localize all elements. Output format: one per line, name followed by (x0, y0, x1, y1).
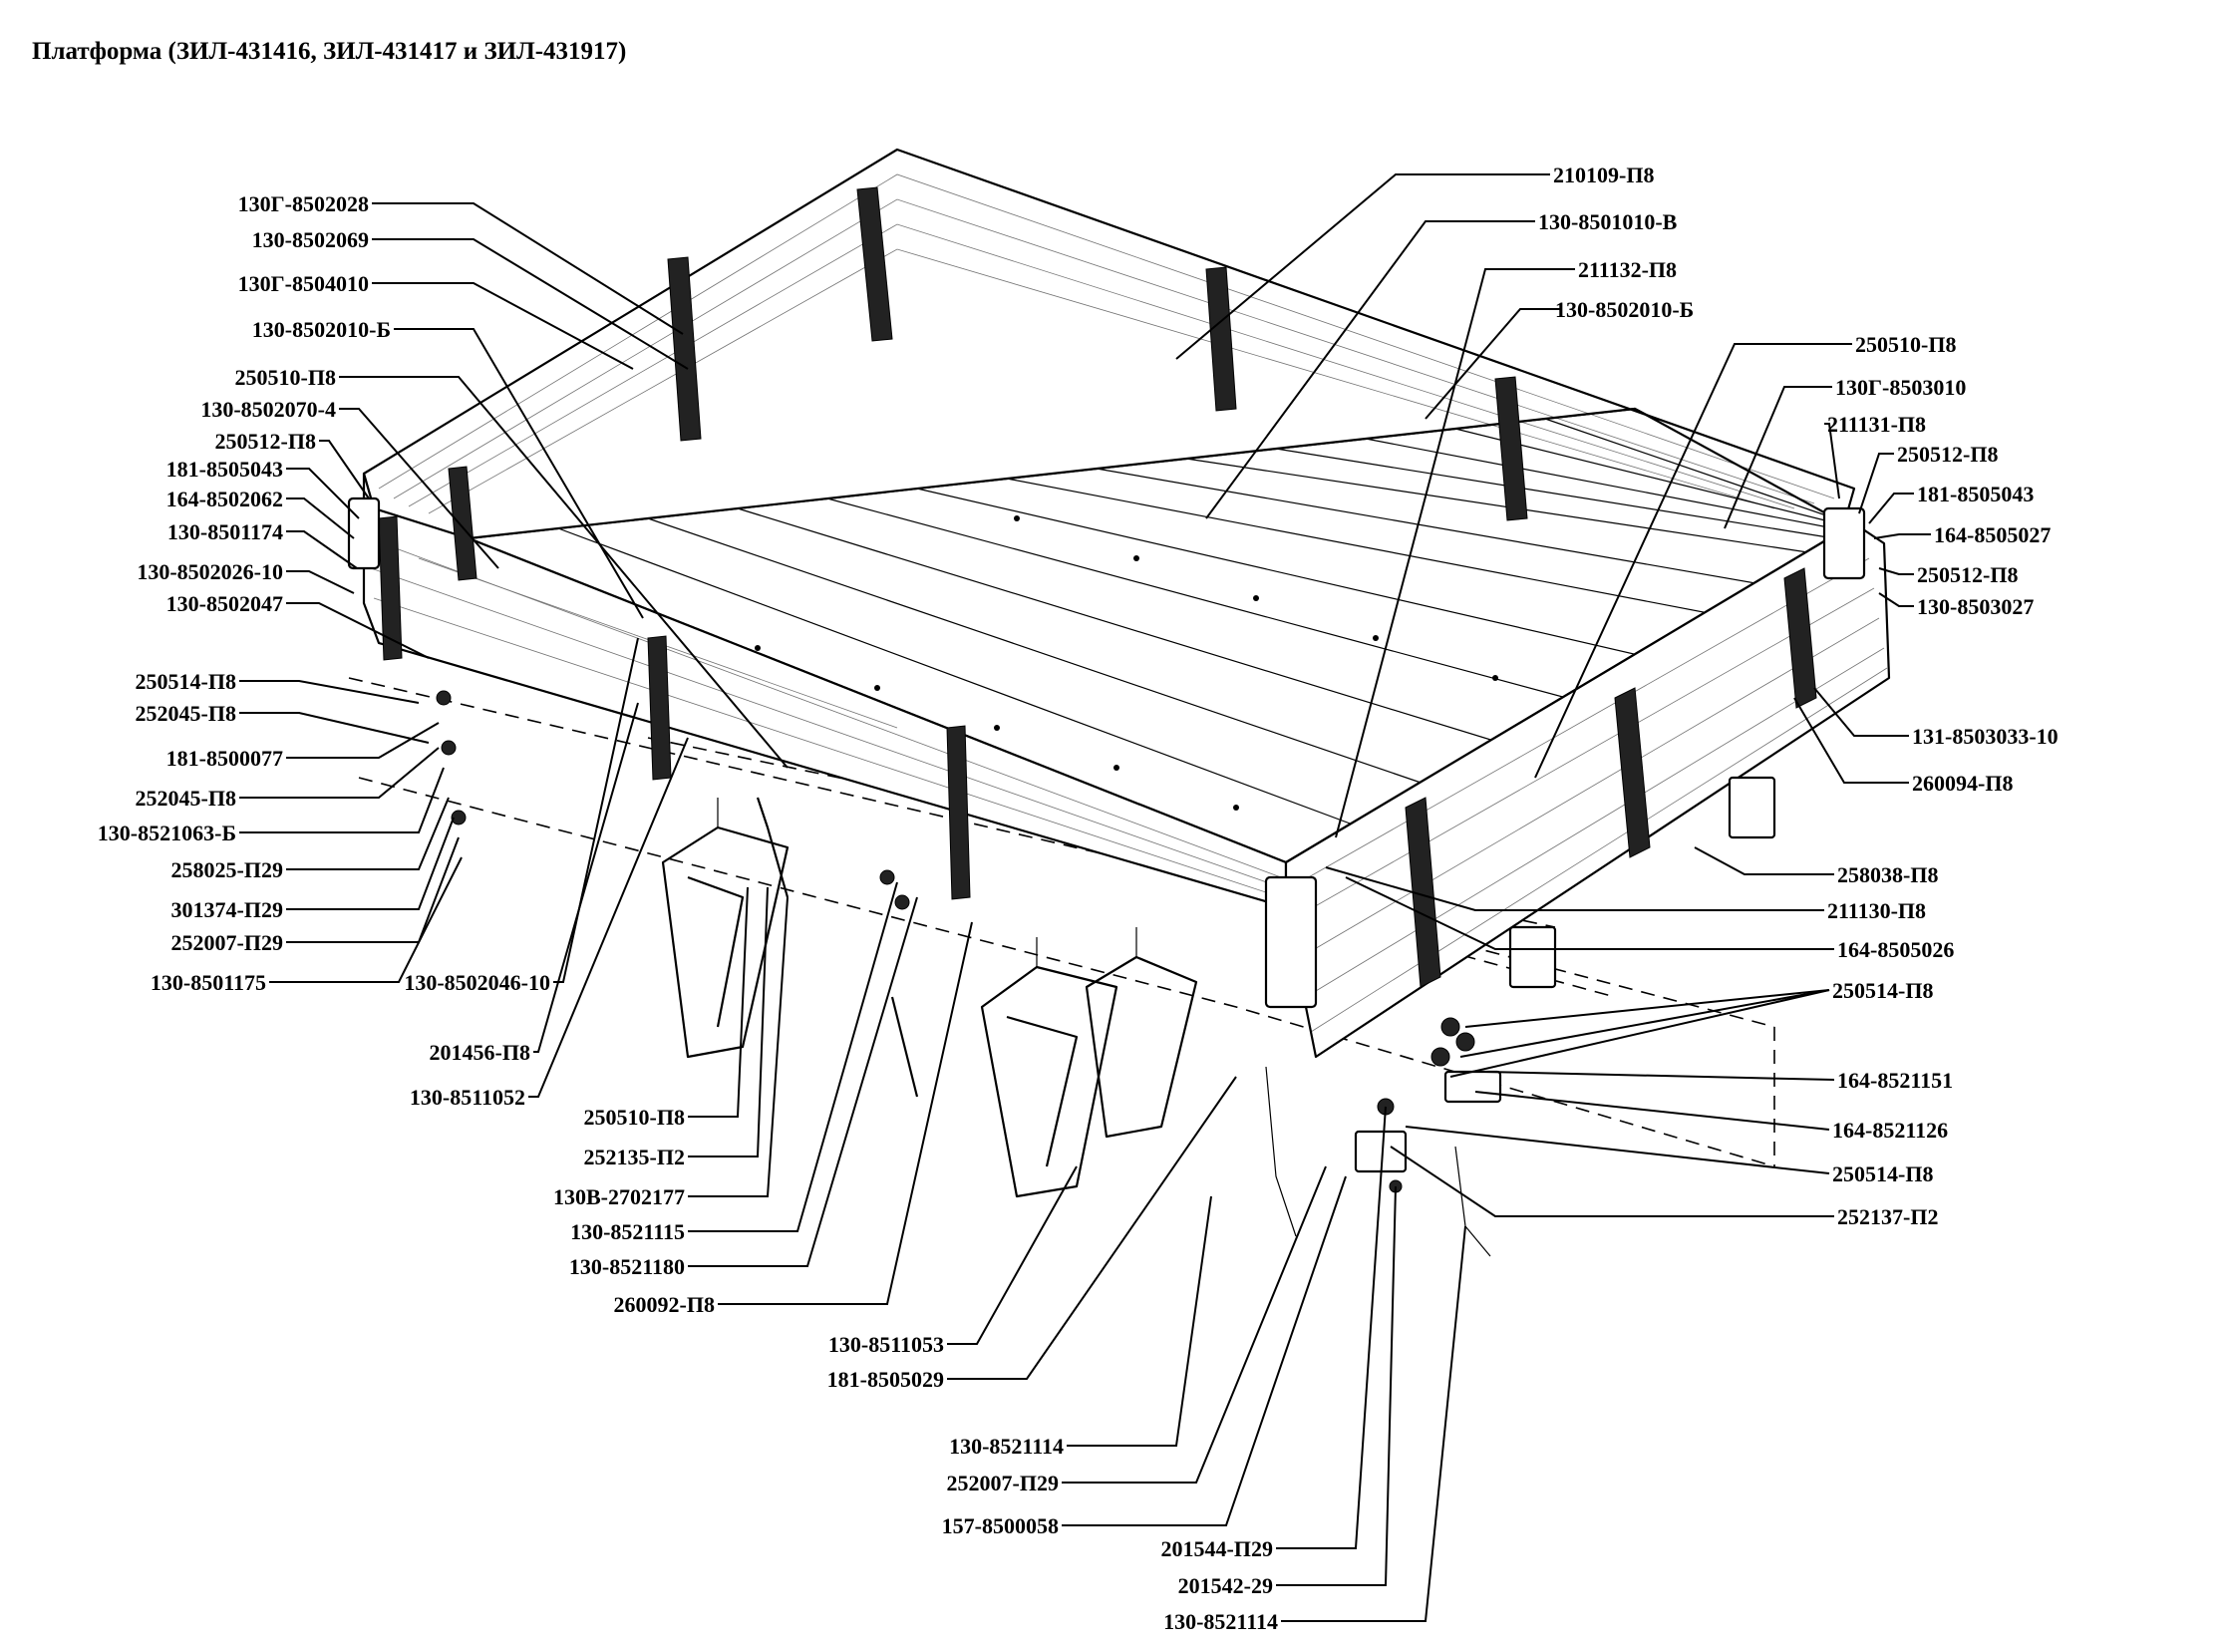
part-label: 181-8505043 (1917, 482, 2034, 506)
part-label: 250510-П8 (584, 1105, 685, 1130)
part-label: 130-8502047 (166, 591, 283, 616)
part-label: 252137-П2 (1837, 1204, 1938, 1229)
part-label: 210109-П8 (1553, 163, 1654, 187)
part-label: 250512-П8 (1897, 442, 1998, 467)
part-label: 258025-П29 (171, 857, 283, 882)
part-label: 130-8521114 (1163, 1609, 1278, 1634)
part-label: 252045-П8 (136, 701, 236, 726)
part-label: 130-8501174 (167, 519, 283, 544)
part-label: 258038-П8 (1837, 862, 1938, 887)
part-label: 252007-П29 (947, 1471, 1059, 1495)
part-label: 130-8502010-Б (1555, 297, 1694, 322)
part-label: 130-8521115 (570, 1219, 685, 1244)
part-label: 130-8502070-4 (200, 397, 336, 422)
part-label: 130В-2702177 (553, 1184, 685, 1209)
part-label: 201544-П29 (1161, 1536, 1273, 1561)
part-label: 164-8502062 (166, 487, 283, 511)
part-label: 130-8511053 (828, 1332, 944, 1357)
platform-body (347, 148, 1891, 1059)
part-label: 201456-П8 (430, 1040, 530, 1065)
part-label: 130-8521114 (949, 1434, 1064, 1459)
part-label: 130-8502010-Б (252, 317, 391, 342)
part-labels: 130Г-8502028 130-8502069 130Г-8504010 13… (98, 163, 2059, 1634)
part-label: 211132-П8 (1578, 257, 1677, 282)
part-label: 250514-П8 (1832, 1161, 1933, 1186)
part-label: 130-8502026-10 (137, 559, 283, 584)
page-title: Платформа (ЗИЛ-431416, ЗИЛ-431417 и ЗИЛ-… (32, 38, 627, 65)
part-label: 252135-П2 (584, 1145, 685, 1169)
part-label: 201542-29 (1178, 1573, 1273, 1598)
part-label: 250510-П8 (235, 365, 336, 390)
part-label: 211131-П8 (1827, 412, 1926, 437)
part-label: 260092-П8 (614, 1292, 715, 1317)
part-label: 131-8503033-10 (1912, 724, 2059, 749)
part-label: 252045-П8 (136, 786, 236, 811)
part-label: 181-8505029 (827, 1367, 944, 1392)
part-label: 301374-П29 (171, 897, 283, 922)
part-label: 181-8505043 (166, 457, 283, 482)
part-label: 250514-П8 (1832, 978, 1933, 1003)
part-label: 211130-П8 (1827, 898, 1926, 923)
part-label: 164-8505026 (1837, 937, 1954, 962)
part-label: 130-8503027 (1917, 594, 2034, 619)
part-label: 157-8500058 (942, 1513, 1059, 1538)
part-label: 130Г-8502028 (238, 191, 369, 216)
part-label: 130-8502069 (252, 227, 369, 252)
part-label: 130-8511052 (410, 1085, 525, 1110)
part-label: 130Г-8504010 (238, 271, 369, 296)
part-label: 130Г-8503010 (1835, 375, 1966, 400)
part-label: 250512-П8 (1917, 562, 2018, 587)
part-label: 164-8505027 (1934, 522, 2051, 547)
part-label: 250510-П8 (1855, 332, 1956, 357)
part-label: 130-8521063-Б (98, 821, 236, 845)
part-label: 181-8500077 (166, 746, 283, 771)
part-label: 164-8521126 (1832, 1118, 1948, 1143)
part-label: 260094-П8 (1912, 771, 2013, 796)
part-label: 130-8501010-В (1538, 209, 1678, 234)
part-label: 130-8501175 (151, 970, 266, 995)
part-label: 250514-П8 (136, 669, 236, 694)
part-label: 250512-П8 (215, 429, 316, 454)
part-label: 164-8521151 (1837, 1068, 1953, 1093)
part-label: 252007-П29 (171, 930, 283, 955)
part-label: 130-8502046-10 (404, 970, 550, 995)
leader-lines (239, 173, 1931, 1622)
part-label: 130-8521180 (569, 1254, 685, 1279)
